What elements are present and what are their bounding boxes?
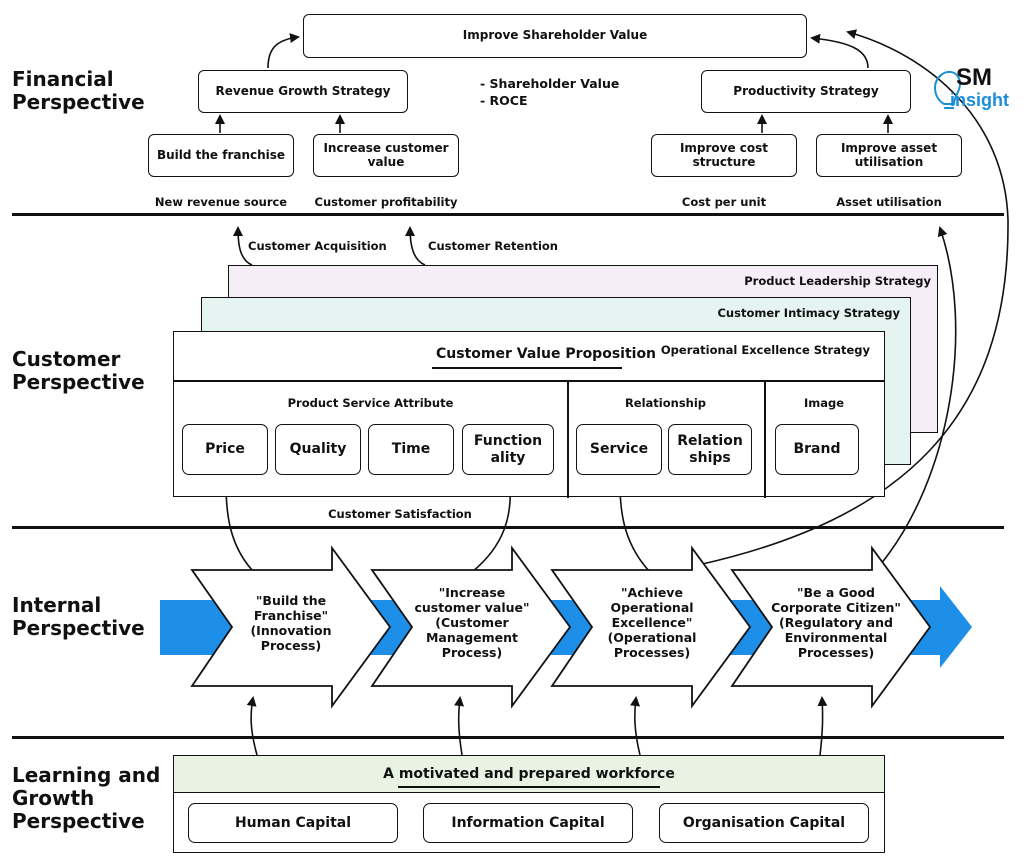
functionality-chip: Function ality <box>462 424 554 475</box>
process-text-operational: "Achieve Operational Excellence" (Operat… <box>607 585 697 660</box>
arrow-retention <box>405 226 426 266</box>
section-relationship: Relationship <box>624 396 707 410</box>
section-divider-1 <box>567 380 569 498</box>
divider-customer-internal <box>12 526 1004 529</box>
productivity-strategy-box: Productivity Strategy <box>701 70 911 113</box>
process-chevron-2 <box>370 545 572 709</box>
time-chip: Time <box>368 424 454 475</box>
section-divider-2 <box>764 380 766 498</box>
brand-chip: Brand <box>775 424 859 475</box>
measure-asset-utilisation: Asset utilisation <box>836 195 942 209</box>
build-franchise-box: Build the franchise <box>148 134 294 177</box>
process-chevron-1 <box>190 545 392 709</box>
process-chevron-3 <box>550 545 752 709</box>
customer-intimacy-label: Customer Intimacy Strategy <box>717 306 900 320</box>
increase-customer-value-box: Increase customer value <box>313 134 459 177</box>
arrow-learning-2 <box>454 696 465 756</box>
sm-insight-logo: SM insight <box>930 64 1020 120</box>
workforce-label: A motivated and prepared workforce <box>383 766 675 782</box>
arrow-productivity-to-top <box>810 33 869 69</box>
customer-retention-label: Customer Retention <box>428 239 558 253</box>
workforce-underline <box>398 786 660 788</box>
learning-perspective-label: Learning and Growth Perspective <box>12 763 161 833</box>
process-text-citizen: "Be a Good Corporate Citizen" (Regulator… <box>771 585 901 660</box>
organisation-capital-box: Organisation Capital <box>659 803 869 843</box>
logo-insight-text: insight <box>950 90 1009 110</box>
arrow-learning-3 <box>630 696 641 756</box>
financial-perspective-label: Financial Perspective <box>12 67 145 114</box>
product-leadership-label: Product Leadership Strategy <box>744 274 931 288</box>
customer-satisfaction-label: Customer Satisfaction <box>328 507 472 521</box>
measure-customer-profitability: Customer profitability <box>314 195 458 209</box>
price-chip: Price <box>182 424 268 475</box>
information-capital-box: Information Capital <box>423 803 633 843</box>
measure-cost-per-unit: Cost per unit <box>681 195 767 209</box>
quality-chip: Quality <box>275 424 361 475</box>
improve-shareholder-value-box: Improve Shareholder Value <box>303 14 807 58</box>
logo-sm-text: SM <box>956 64 992 91</box>
revenue-growth-strategy-box: Revenue Growth Strategy <box>198 70 408 113</box>
lightbulb-icon <box>934 70 962 109</box>
arrow-learning-4 <box>817 696 828 756</box>
section-image: Image <box>803 396 845 410</box>
relationships-chip: Relation ships <box>668 424 752 475</box>
improve-asset-utilisation-box: Improve asset utilisation <box>816 134 962 177</box>
process-text-franchise: "Build the Franchise" (Innovation Proces… <box>250 593 332 653</box>
process-chevron-4 <box>730 545 932 709</box>
operational-excellence-label: Operational Excellence Strategy <box>660 343 870 357</box>
arrow-learning-1 <box>246 696 258 756</box>
cvp-header-divider <box>174 380 884 382</box>
customer-perspective-label: Customer Perspective <box>12 347 145 394</box>
measure-new-revenue: New revenue source <box>154 195 288 209</box>
divider-internal-learning <box>12 736 1004 739</box>
divider-financial-customer <box>12 213 1004 216</box>
service-chip: Service <box>576 424 662 475</box>
arrow-excellence-to-top <box>697 29 1009 566</box>
cvp-title: Customer Value Proposition <box>436 346 657 362</box>
metric-roce: - ROCE <box>480 93 528 108</box>
arrow-acquisition <box>233 226 253 266</box>
cvp-underline <box>432 367 622 369</box>
internal-perspective-label: Internal Perspective <box>12 593 145 640</box>
human-capital-box: Human Capital <box>188 803 398 843</box>
improve-cost-structure-box: Improve cost structure <box>651 134 797 177</box>
metric-shareholder-value: - Shareholder Value <box>480 76 620 91</box>
section-product-service: Product Service Attribute <box>287 396 454 410</box>
process-text-customer-value: "Increase customer value" (Customer Mana… <box>414 585 530 660</box>
customer-acquisition-label: Customer Acquisition <box>248 239 387 253</box>
arrow-revenue-to-top <box>267 33 300 69</box>
